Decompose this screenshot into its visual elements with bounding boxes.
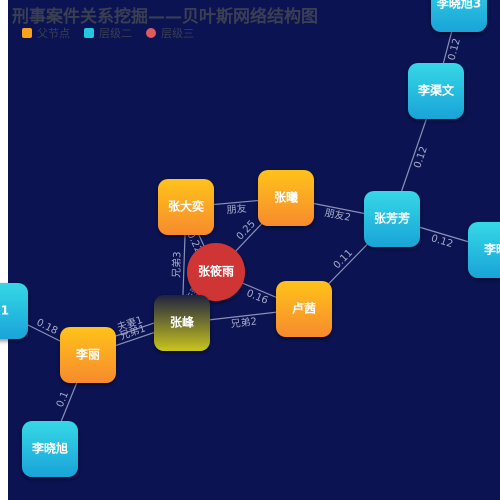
node-luqian[interactable]: 卢茜	[276, 281, 332, 337]
edge-label: 兄弟2	[230, 315, 258, 330]
node-label: 卢茜	[292, 301, 316, 316]
edge-label: 0.1	[55, 390, 71, 409]
node-shape[interactable]	[276, 281, 332, 337]
edge-label: 0.12	[412, 145, 430, 170]
node-lixiao_right[interactable]: 李晓	[468, 222, 500, 278]
edge-label: 0.11	[332, 248, 355, 272]
legend-item[interactable]: 层级三	[146, 25, 194, 41]
node-shape[interactable]	[154, 295, 210, 351]
node-label: 李晓旭3	[436, 0, 481, 11]
node-lixiaoxu3[interactable]: 李晓旭3	[431, 0, 487, 32]
node-shape[interactable]	[22, 421, 78, 477]
node-label: 李渠文	[417, 83, 455, 98]
node-left_partial[interactable]: 1	[0, 283, 28, 339]
node-zhangxi[interactable]: 张曦	[258, 170, 314, 226]
node-zhangdaduo[interactable]: 张大奕	[158, 179, 214, 235]
legend-swatch-icon	[84, 28, 94, 38]
node-shape[interactable]	[60, 327, 116, 383]
node-shape[interactable]	[431, 0, 487, 32]
node-shape[interactable]	[468, 222, 500, 278]
node-label: 张大奕	[168, 199, 204, 214]
left-strip	[0, 0, 8, 500]
node-lixiaoxu[interactable]: 李晓旭	[22, 421, 78, 477]
node-label: 1	[1, 304, 9, 318]
edge-label: 0.16	[245, 288, 270, 307]
node-label: 张曦	[274, 190, 298, 205]
node-label: 张峰	[170, 315, 195, 330]
node-label: 李丽	[75, 347, 100, 362]
node-shape[interactable]	[364, 191, 420, 247]
legend-label: 层级二	[99, 27, 132, 40]
node-label: 张筱雨	[198, 264, 234, 279]
edge-label: 0.12	[447, 37, 463, 61]
legend-swatch-icon	[146, 28, 156, 38]
edge-label: 0.12	[430, 233, 454, 250]
node-zhangfangfang[interactable]: 张芳芳	[364, 191, 420, 247]
node-label: 李晓	[483, 242, 500, 257]
node-zhangxiaoyu[interactable]: 张筱雨	[187, 243, 245, 301]
node-liquwen[interactable]: 李渠文	[408, 63, 464, 119]
node-shape[interactable]	[158, 179, 214, 235]
legend-label: 父节点	[37, 27, 70, 40]
node-zhangfeng[interactable]: 张峰	[154, 295, 210, 351]
node-shape[interactable]	[408, 63, 464, 119]
edge-label: 兄弟3	[171, 251, 184, 278]
node-shape[interactable]	[0, 283, 28, 339]
node-label: 李晓旭	[31, 441, 68, 456]
legend-item[interactable]: 父节点	[22, 25, 70, 41]
node-label: 张芳芳	[374, 211, 410, 226]
legend-label: 层级三	[161, 27, 194, 40]
node-lili[interactable]: 李丽	[60, 327, 116, 383]
legend-item[interactable]: 层级二	[84, 25, 132, 41]
node-shape[interactable]	[187, 243, 245, 301]
node-shape[interactable]	[258, 170, 314, 226]
legend: 父节点 层级二 层级三	[22, 25, 194, 41]
edge-label: 朋友	[226, 202, 247, 217]
page-title: 刑事案件关系挖掘——贝叶斯网络结构图	[12, 7, 318, 27]
legend-swatch-icon	[22, 28, 32, 38]
